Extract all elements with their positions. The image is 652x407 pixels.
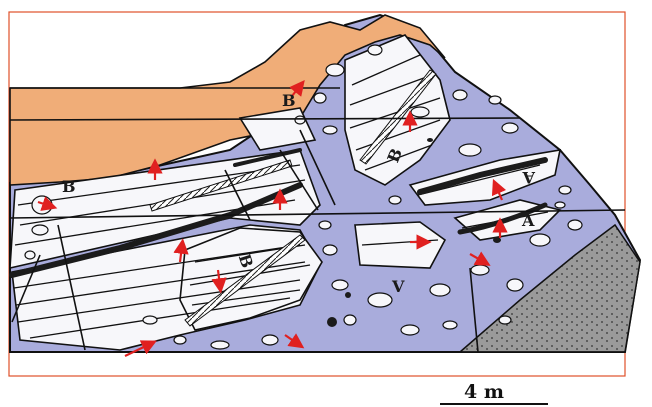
label-v: V <box>391 277 405 296</box>
label-a-lower: A <box>521 211 535 230</box>
label-b-left: B <box>62 177 76 196</box>
scale-bar: 4 m <box>440 381 548 404</box>
scale-bar-label: 4 m <box>464 381 504 403</box>
label-b-summit: B <box>282 91 296 110</box>
label-a-upper: A <box>522 168 536 187</box>
